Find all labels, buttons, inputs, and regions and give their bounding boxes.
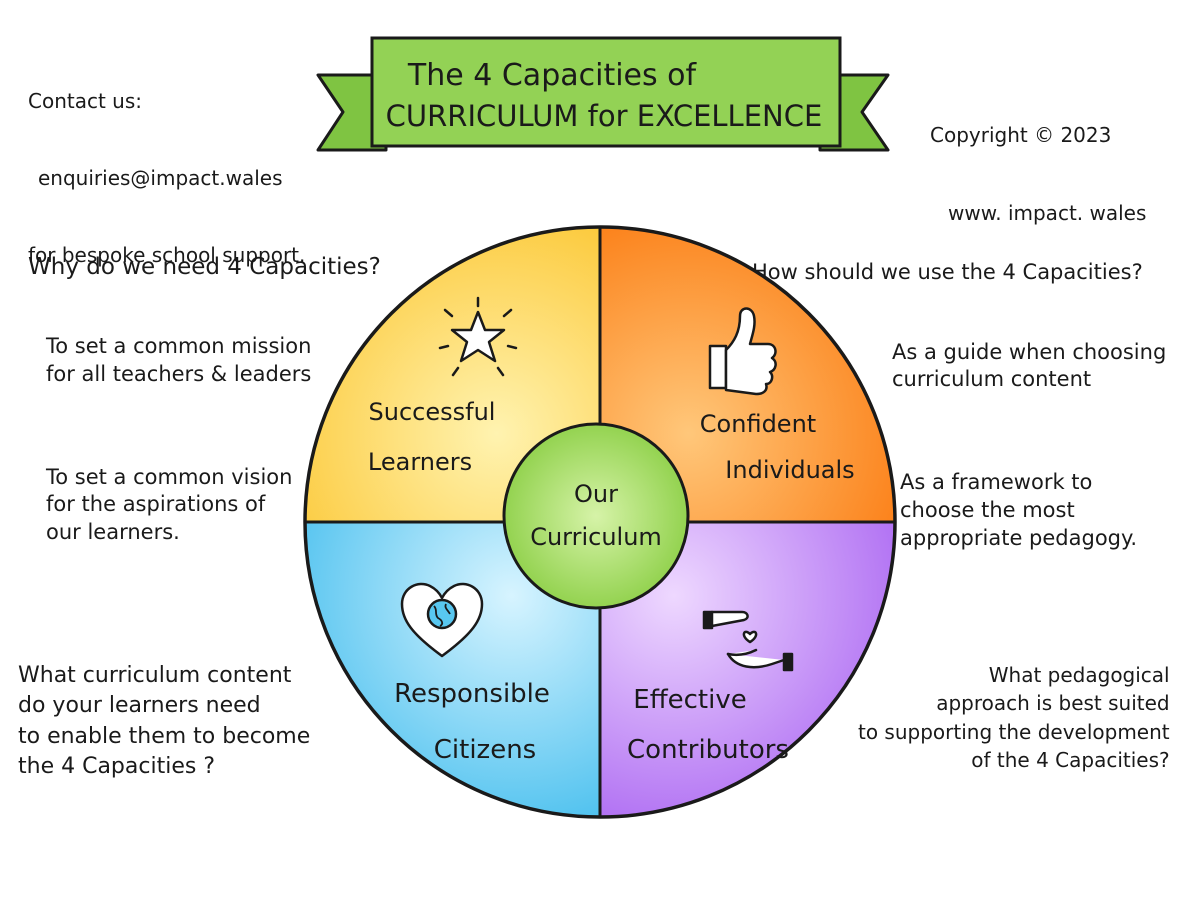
panel-top-left-answer-1: To set a common mission for all teachers…	[46, 334, 312, 387]
panel-top-right-answer-2: As a framework to choose the most approp…	[900, 470, 1138, 550]
confident-label-line-1: Confident	[700, 410, 816, 438]
title-banner: The 4 Capacities of CURRICULUM for EXCEL…	[316, 36, 890, 152]
center-circle	[502, 422, 690, 610]
segment-responsible-citizens	[305, 522, 600, 817]
copyright-line: Copyright © 2023	[930, 123, 1112, 147]
panel-top-left: Why do we need 4 Capacities? To set a co…	[28, 212, 381, 588]
responsible-label-line-1: Responsible	[394, 679, 550, 709]
panel-bottom-right: What pedagogical approach is best suited…	[858, 620, 1170, 815]
panel-top-right: How should we use the 4 Capacities? As a…	[752, 218, 1166, 593]
segment-effective-contributors	[600, 522, 895, 817]
copyright-block: Copyright © 2023 www. impact. wales	[930, 70, 1146, 278]
contact-block: Contact us: enquiries@impact.wales for b…	[28, 38, 305, 320]
wheel-outline	[303, 225, 897, 819]
panel-top-left-question: Why do we need 4 Capacities?	[28, 253, 381, 280]
effective-label-line-2: Contributors	[627, 735, 789, 765]
center-label-line-2: Curriculum	[530, 523, 662, 551]
star-icon	[438, 296, 518, 377]
center-label-line-1: Our	[574, 480, 618, 508]
banner-title-line-2: CURRICULUM for EXCELLENCE	[386, 99, 823, 133]
panel-top-right-question: How should we use the 4 Capacities?	[752, 259, 1143, 284]
contact-heading: Contact us:	[28, 89, 143, 114]
banner-title-line-1: The 4 Capacities of	[407, 58, 698, 93]
panel-top-left-answer-2: To set a common vision for the aspiratio…	[46, 464, 293, 545]
panel-bottom-left: What curriculum content do your learners…	[18, 620, 310, 823]
successful-label-line-2: Learners	[368, 448, 472, 476]
copyright-website: www. impact. wales	[948, 201, 1147, 225]
banner-body	[370, 36, 842, 148]
hands-heart-icon	[702, 610, 794, 672]
effective-label-line-1: Effective	[633, 685, 746, 715]
thumbs-up-icon	[708, 307, 777, 396]
responsible-label-line-2: Citizens	[434, 735, 536, 765]
contact-note: for bespoke school support.	[28, 242, 306, 267]
panel-bottom-right-question: What pedagogical approach is best suited…	[858, 662, 1170, 773]
confident-label-line-2: Individuals	[725, 456, 854, 484]
successful-label-line-1: Successful	[369, 398, 496, 426]
contact-email: enquiries@impact.wales	[38, 165, 283, 190]
panel-top-right-answer-1: As a guide when choosing curriculum cont…	[892, 339, 1167, 392]
heart-globe-icon	[400, 582, 484, 658]
panel-bottom-left-question: What curriculum content do your learners…	[18, 662, 311, 780]
